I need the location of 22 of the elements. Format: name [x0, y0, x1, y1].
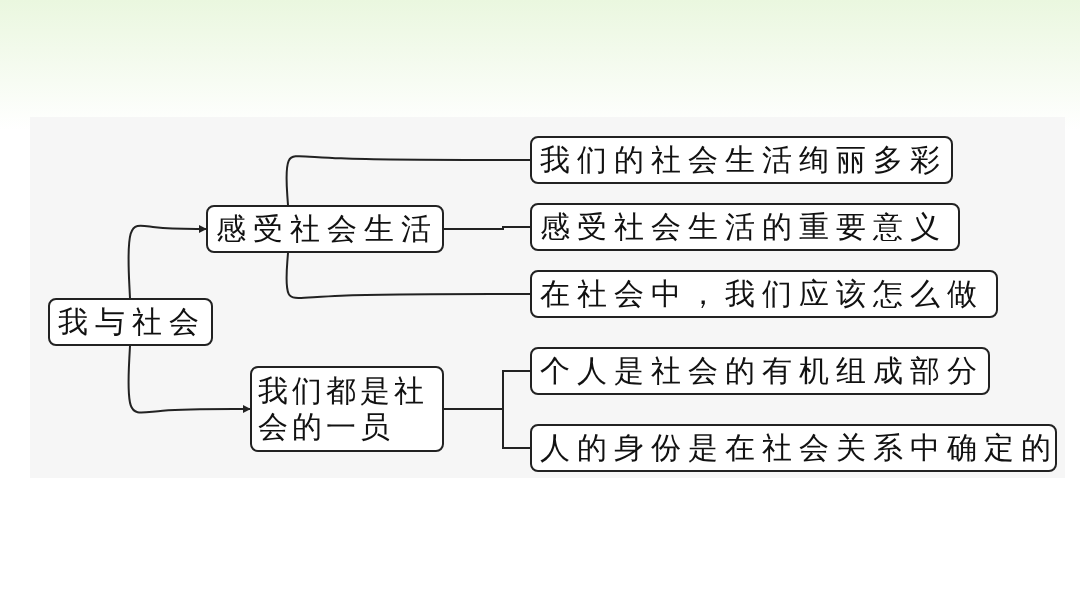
topic-box — [530, 347, 990, 395]
topic-text: 感受社会生活的重要意义 — [540, 208, 947, 246]
connector-line — [285, 155, 531, 206]
arrow — [127, 345, 251, 414]
topic-box — [530, 203, 960, 251]
topic-box — [530, 136, 953, 184]
topic-box — [206, 205, 444, 253]
topic-text: 在社会中，我们应该怎么做 — [540, 275, 984, 313]
topic-box — [530, 270, 998, 318]
topic-text: 个人是社会的有机组成部分 — [540, 352, 984, 390]
topic-box — [250, 366, 444, 452]
topic-box — [48, 298, 213, 346]
topic-text: 我与社会 — [58, 303, 206, 341]
connector-line — [285, 252, 531, 299]
topic-box — [530, 424, 1057, 472]
topic-text: 人的身份是在社会关系中确定的 — [540, 429, 1058, 467]
arrow — [127, 224, 207, 299]
connector-line — [443, 226, 531, 230]
topic-text: 我们的社会生活绚丽多彩 — [540, 141, 947, 179]
topic-text: 我们都是社会的一员 — [258, 373, 429, 445]
connector-line — [443, 408, 531, 449]
topic-text: 感受社会生活 — [216, 210, 438, 248]
